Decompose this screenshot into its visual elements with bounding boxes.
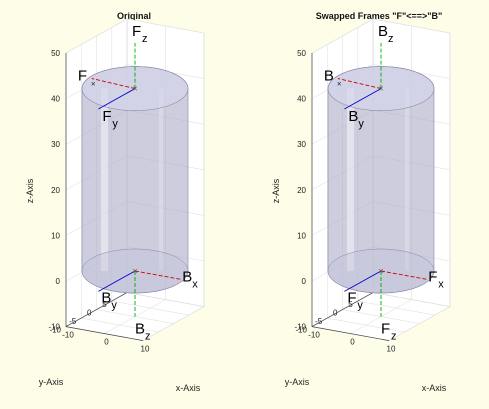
- frame-y-label: B: [101, 289, 111, 306]
- z-tick-label: 50: [51, 49, 60, 58]
- x-axis-line: [65, 326, 144, 341]
- frame-x-axis: [91, 78, 136, 90]
- frame-origin-marker: ×: [378, 266, 383, 276]
- cylinder-highlight: [405, 88, 409, 271]
- frame-y-label-subscript: y: [357, 299, 363, 311]
- y-tick-label: 0: [333, 309, 338, 318]
- y-tick-label: -5: [69, 317, 77, 326]
- y-axis-line: [65, 292, 128, 327]
- x-axis-label: x-Axis: [422, 383, 447, 393]
- z-tick-label: 20: [51, 186, 60, 195]
- y-axis-label: y-Axis: [39, 377, 64, 387]
- cylinder-highlight: [159, 88, 163, 271]
- frame-y-label: F: [102, 108, 111, 125]
- z-tick-label: 0: [56, 277, 61, 286]
- frame-y-axis: [344, 88, 382, 110]
- frame-z-label: B: [378, 23, 388, 40]
- x-tick-label: 0: [104, 338, 109, 347]
- frame-x-axis: [134, 270, 182, 280]
- frame-z-label: B: [135, 321, 145, 338]
- grid-line-x: [388, 33, 451, 341]
- frame-y-axis: [344, 270, 382, 292]
- z-tick-label: 30: [51, 140, 60, 149]
- z-tick-label: 10: [51, 231, 60, 240]
- subplot-swapped-frames: Swapped Frames "F"<==>"B"-1001020304050-…: [271, 11, 451, 393]
- y-tick-label: -10: [49, 326, 61, 335]
- y-axis-line: [311, 292, 374, 327]
- z-tick-label: -10: [48, 323, 60, 332]
- frame-x-axis: [337, 78, 382, 90]
- frame-y-label: F: [347, 289, 356, 306]
- cylinder-highlight: [101, 88, 108, 271]
- z-tick-label: -10: [294, 323, 306, 332]
- frame-y-label-subscript: y: [358, 118, 364, 130]
- y-tick-label: 0: [87, 309, 92, 318]
- x-tick-label: 10: [141, 345, 150, 354]
- y-tick-label: 5: [348, 300, 353, 309]
- frame-x-label: B: [324, 68, 334, 85]
- y-tick-label: -5: [315, 317, 323, 326]
- frame-y-label: B: [348, 108, 358, 125]
- z-tick-label: 10: [297, 231, 306, 240]
- frame-origin-marker: ×: [132, 84, 137, 94]
- frame-x-label: F: [428, 268, 437, 285]
- frame-y-label-subscript: y: [111, 299, 117, 311]
- frame-z-label-subscript: z: [145, 331, 151, 343]
- frame-x-tip-marker: ×: [337, 80, 342, 89]
- frame-z-label-subscript: z: [142, 33, 148, 45]
- frame-x-label-subscript: x: [438, 278, 444, 290]
- x-tick-label: 10: [387, 345, 396, 354]
- z-tick-label: 30: [297, 140, 306, 149]
- y-tick-label: 5: [102, 300, 107, 309]
- z-axis-label: z-Axis: [25, 178, 35, 203]
- z-tick-label: 20: [297, 186, 306, 195]
- z-tick-label: 50: [297, 49, 306, 58]
- frame-x-label: F: [78, 68, 87, 85]
- y-tick-label: -10: [295, 326, 307, 335]
- z-tick-label: 40: [51, 95, 60, 104]
- frame-y-label-subscript: y: [112, 118, 118, 130]
- frame-x-label: B: [182, 268, 192, 285]
- frame-y-axis: [98, 270, 136, 292]
- x-axis-label: x-Axis: [176, 383, 201, 393]
- subplot-original: Original-1001020304050-10010-10-505z-Axi…: [25, 11, 205, 393]
- frame-x-label-subscript: x: [192, 278, 198, 290]
- chart-title: Swapped Frames "F"<==>"B": [316, 11, 443, 21]
- frame-z-label: F: [381, 321, 390, 338]
- chart-title: Original: [117, 11, 151, 21]
- cylinder-highlight: [347, 88, 354, 271]
- frame-z-label: F: [132, 23, 141, 40]
- z-tick-label: 0: [302, 277, 307, 286]
- frame-z-label-subscript: z: [388, 33, 394, 45]
- frame-y-axis: [98, 88, 136, 110]
- z-axis-label: z-Axis: [271, 178, 281, 203]
- frame-x-tip-marker: ×: [91, 80, 96, 89]
- x-tick-label: 0: [350, 338, 355, 347]
- x-axis-line: [311, 326, 390, 341]
- frame-x-axis: [380, 270, 428, 280]
- frame-origin-marker: ×: [132, 266, 137, 276]
- x-tick-label: -10: [308, 331, 320, 340]
- frame-origin-marker: ×: [378, 84, 383, 94]
- frame-z-label-subscript: z: [391, 331, 397, 343]
- grid-line-x: [142, 33, 205, 341]
- x-tick-label: -10: [62, 331, 74, 340]
- z-tick-label: 40: [297, 95, 306, 104]
- y-axis-label: y-Axis: [285, 377, 310, 387]
